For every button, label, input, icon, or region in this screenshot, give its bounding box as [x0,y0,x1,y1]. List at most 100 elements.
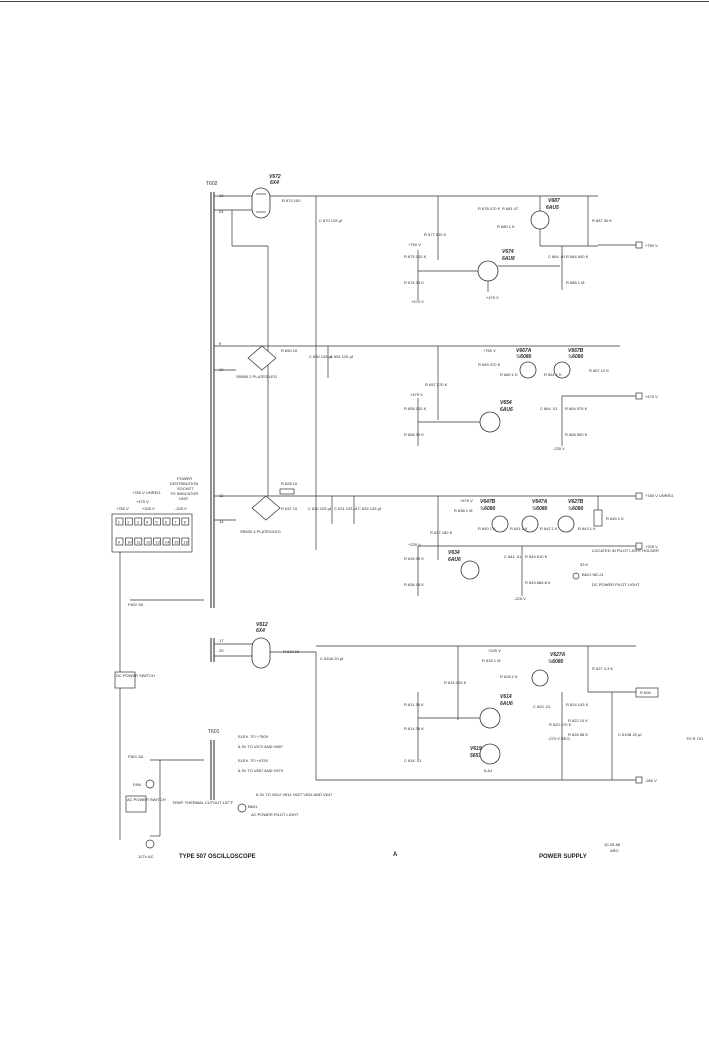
svg-text:12: 12 [219,493,224,498]
socket-pin-box-9 [115,537,124,546]
svg-text:20: 20 [219,648,224,653]
socket-pin-label-6: 6 [165,520,168,525]
c650-label: C 650 125 µf [309,354,333,359]
r637b-label: R 637 180 K [430,530,453,535]
v667b-type: ½6080 [568,353,584,360]
r622-label: R 622 10 K [568,718,588,723]
v647b-name: V647B [480,499,496,505]
tube-v654: V654 6AU6 [479,400,513,433]
c631-label: C 631 125 µf [334,506,358,511]
c620-label: C 620 .01 [533,704,551,709]
v612-type: 6X4 [256,628,265,634]
section-750v: V672 6X4 R 670 100 C 670 125 µf R 677 22… [214,174,658,550]
r643b-label: R 643 666.6 K [525,580,551,585]
socket-title-5: UNIT [179,496,189,501]
socket-v-780: +780 V UNREG. [132,490,161,495]
t601-label: T601 [208,729,220,735]
output-terminal-475 [635,392,643,400]
c610a-label: C 610A 20 µf [320,656,344,661]
r660-label: R 660 1 K [500,372,518,377]
r657-label: R 657 270 K [425,382,448,387]
v627a-name: V627A [550,652,566,658]
v674-name: V674 [502,249,514,255]
r614-label: R 614 39 K [404,726,424,731]
r636-label: R 636 18 K [404,582,424,587]
v627b-type: ½6080 [568,505,584,512]
dc-switch-label: DC POWER SWITCH [116,673,155,678]
r685-label: R 685 1 M [566,280,584,285]
tube-v612: V612 6X4 [251,622,271,669]
tube-v672: V672 6X4 [251,174,281,219]
socket-pin-box-12 [143,537,152,546]
socket-pin-label-9: 9 [118,540,121,545]
tube-v647a: V647A ½6080 [521,499,548,533]
f602-label: F602 3A [128,602,143,607]
socket-pin-box-16 [181,537,190,546]
svg-text:23: 23 [219,193,224,198]
socket-pin-label-1: 1 [118,520,121,525]
socket-pin-label-14: 14 [165,540,170,545]
ac-plug [145,839,155,849]
s3-225-label: +225 V [408,542,421,547]
output-terminal-minus [635,776,643,784]
svg-text:14: 14 [219,519,224,524]
socket-v-475: +475 V [136,499,149,504]
r665-label: R 665 500 K [565,432,588,437]
socket-v-minus: -225 V [175,506,187,511]
r659-label: R 659 470 K [478,362,501,367]
r628-label: R 628 10 [281,481,298,486]
s2-750-label: +750 V [483,348,496,353]
tube-v674: V674 6AU6 [477,249,515,282]
r628b-label: R 628 1 K [500,674,518,679]
socket-title-2: DISTRIBUTION [170,481,198,486]
v667b-name: V667B [568,348,584,354]
socket-pin-box-4 [143,517,152,526]
r681-label: R 681 47 [502,206,519,211]
r643a-label: R 643 1 K [578,526,596,531]
s3-475-label: +475 V [460,498,473,503]
r687-label: R 687 30 K [592,218,612,223]
socket-pin-box-5 [153,517,161,526]
socket-title-3: SOCKET [177,486,194,491]
t602-label: T602 [206,181,218,187]
tube-v627b: V627B ½6080 [557,499,584,533]
v667a-type: ½6080 [516,353,532,360]
svg-text:9: 9 [219,341,222,346]
v667a-name: V667A [516,348,532,354]
c630-label: C 630 125 µf [308,506,332,511]
r620-label: R 620 470 K [549,722,572,727]
r661-label: R 661 1 K [544,372,562,377]
dc-power-switch [114,671,136,689]
r618-label: R 618 1 M [482,658,500,663]
b601-label: B601 [248,804,258,809]
v612-name: V612 [256,622,268,628]
socket-pin-label-5: 5 [155,520,158,525]
v687-name: V687 [548,198,560,204]
output-terminal-750 [635,241,643,249]
r656-label: R 656 39 K [404,432,424,437]
c670-label: C 670 125 µf [319,218,343,223]
r626-label: R 626 68 K [568,732,588,737]
output-terminal-225 [635,542,643,550]
ac-pilot-label: AC POWER PILOT LIGHT [251,812,299,817]
tube-v647b: V647B ½6080 [480,499,509,533]
c664-label: C 664 .01 [540,406,558,411]
tube-v687: V687 6AU5 [530,198,560,230]
v614-type: 6AU6 [500,701,513,707]
sr630-label: SR630 4 PLATES/LEG [240,529,281,534]
footer-sheet: A [393,852,398,858]
socket-pin-label-13: 13 [155,540,160,545]
socket-pin-box-11 [134,537,143,546]
dc-pilot-label: DC POWER PILOT LIGHT [592,582,640,587]
tube-v627a: V627A ½6080 [531,652,566,687]
power-distribution-socket: POWER DISTRIBUTION SOCKET TO INDICATOR U… [111,476,198,553]
r677-label: R 677 220 K [424,232,447,237]
fan-motor [145,779,155,789]
v647a-type: ½6080 [532,505,548,512]
svg-text:24: 24 [219,209,224,214]
pilot-lamp-b601 [237,803,247,813]
v619-pins: 6,AJ [484,768,492,773]
output-225-label: +225 V [645,544,658,549]
socket-pin-box-1 [115,517,124,526]
r680-label: R 680 1 K [497,224,515,229]
